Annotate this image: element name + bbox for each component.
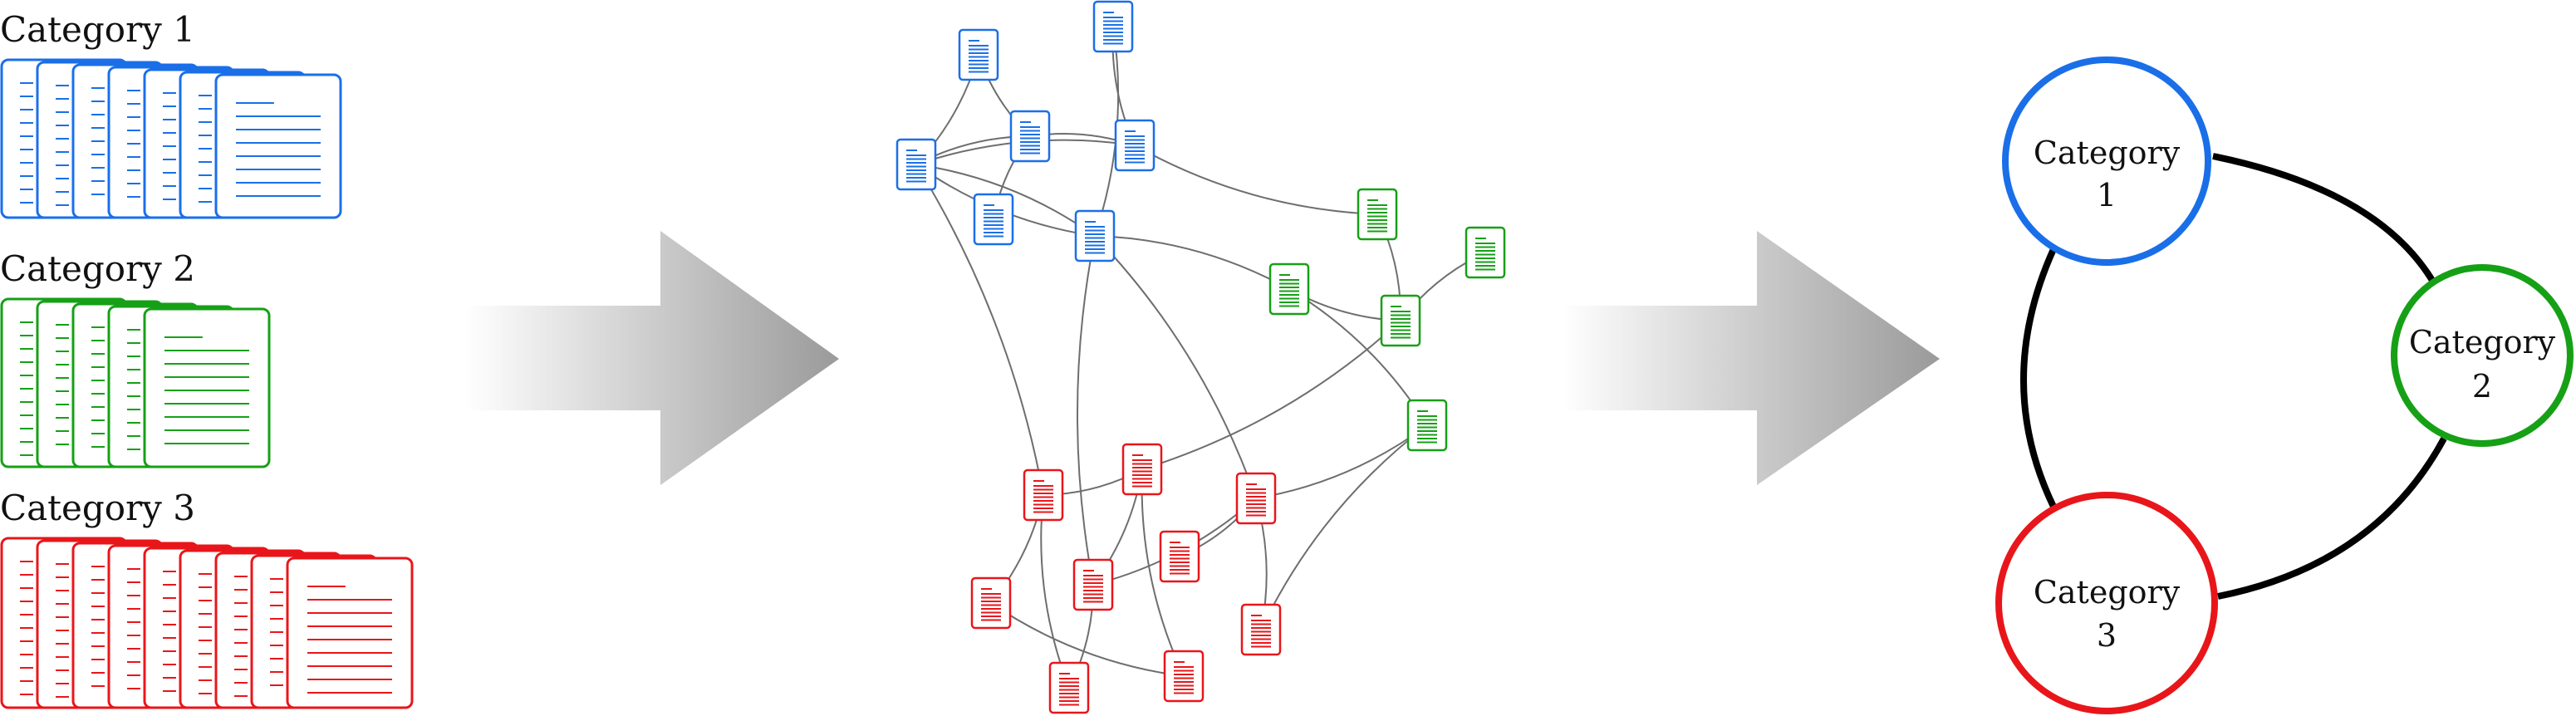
graph-document-node [1121,443,1163,496]
category-links [2020,153,2447,600]
category-2-name: Category [2409,324,2556,360]
graph-document-node [1023,468,1064,522]
graph-document-node [1074,209,1116,262]
graph-document-node [1380,294,1421,347]
graph-document-node [1268,262,1310,316]
category-node-1: Category 1 [2002,56,2211,266]
stack-document [143,307,271,468]
graph-document-node [1163,650,1205,703]
category-1-name: Category [2034,135,2181,171]
graph-document-node [1240,603,1282,656]
graph-document-node [970,576,1012,630]
category-3-name: Category [2034,574,2181,611]
category-1-number: 1 [2097,177,2117,213]
category-graph: Category 1 Category 2 Category 3 [1995,56,2574,714]
category-node-2: Category 2 [2391,264,2574,447]
graph-edge [1141,320,1401,470]
category-circle-3 [1995,492,2218,714]
graph-document-node [958,28,999,81]
document-stacks: Category 1 Category 2 Category 3 [0,9,414,709]
stack-label-category-2: Category 2 [0,248,195,289]
graph-document-node [1092,0,1134,53]
graph-edge [915,164,1044,496]
stack-category-2: Category 2 [0,248,271,468]
graph-document-node [895,138,937,191]
graph-document-node [1235,472,1277,525]
right-arrow-2 [1562,231,1940,485]
stack-document [214,73,342,219]
link-category-2-3 [2217,437,2447,600]
right-arrow-1 [465,231,839,485]
stack-document [286,557,414,709]
graph-document-node [1159,530,1200,583]
stack-documents-category-2 [0,297,271,468]
category-3-number: 3 [2097,617,2117,654]
graph-document-node [1009,110,1051,163]
graph-document-node [973,193,1014,246]
graph-document-node [1048,661,1090,714]
graph-document-node [1465,226,1506,279]
stack-category-3: Category 3 [0,488,414,709]
category-2-number: 2 [2472,368,2492,405]
graph-edge [1094,235,1257,499]
category-node-3: Category 3 [1995,492,2218,714]
graph-edge [1260,424,1428,630]
category-circle-1 [2002,56,2211,266]
stack-category-1: Category 1 [0,9,342,219]
stack-documents-category-1 [0,58,342,219]
graph-document-node [1357,188,1398,241]
stack-documents-category-3 [0,537,414,709]
graph-edge [1040,494,1070,689]
graph-nodes [895,0,1506,714]
graph-document-node [1114,119,1156,172]
link-category-1-2 [2212,153,2441,291]
graph-edge [1076,235,1096,586]
document-graph [895,0,1506,714]
graph-edge [915,164,1096,237]
link-category-1-3 [2020,248,2057,508]
stack-label-category-1: Category 1 [0,9,195,50]
category-circle-2 [2391,264,2574,447]
graph-document-node [1406,399,1448,452]
stack-label-category-3: Category 3 [0,488,195,528]
graph-edge [1094,235,1290,290]
graph-edge [1134,145,1378,215]
graph-document-node [1072,558,1114,611]
graph-edge [1255,424,1428,499]
